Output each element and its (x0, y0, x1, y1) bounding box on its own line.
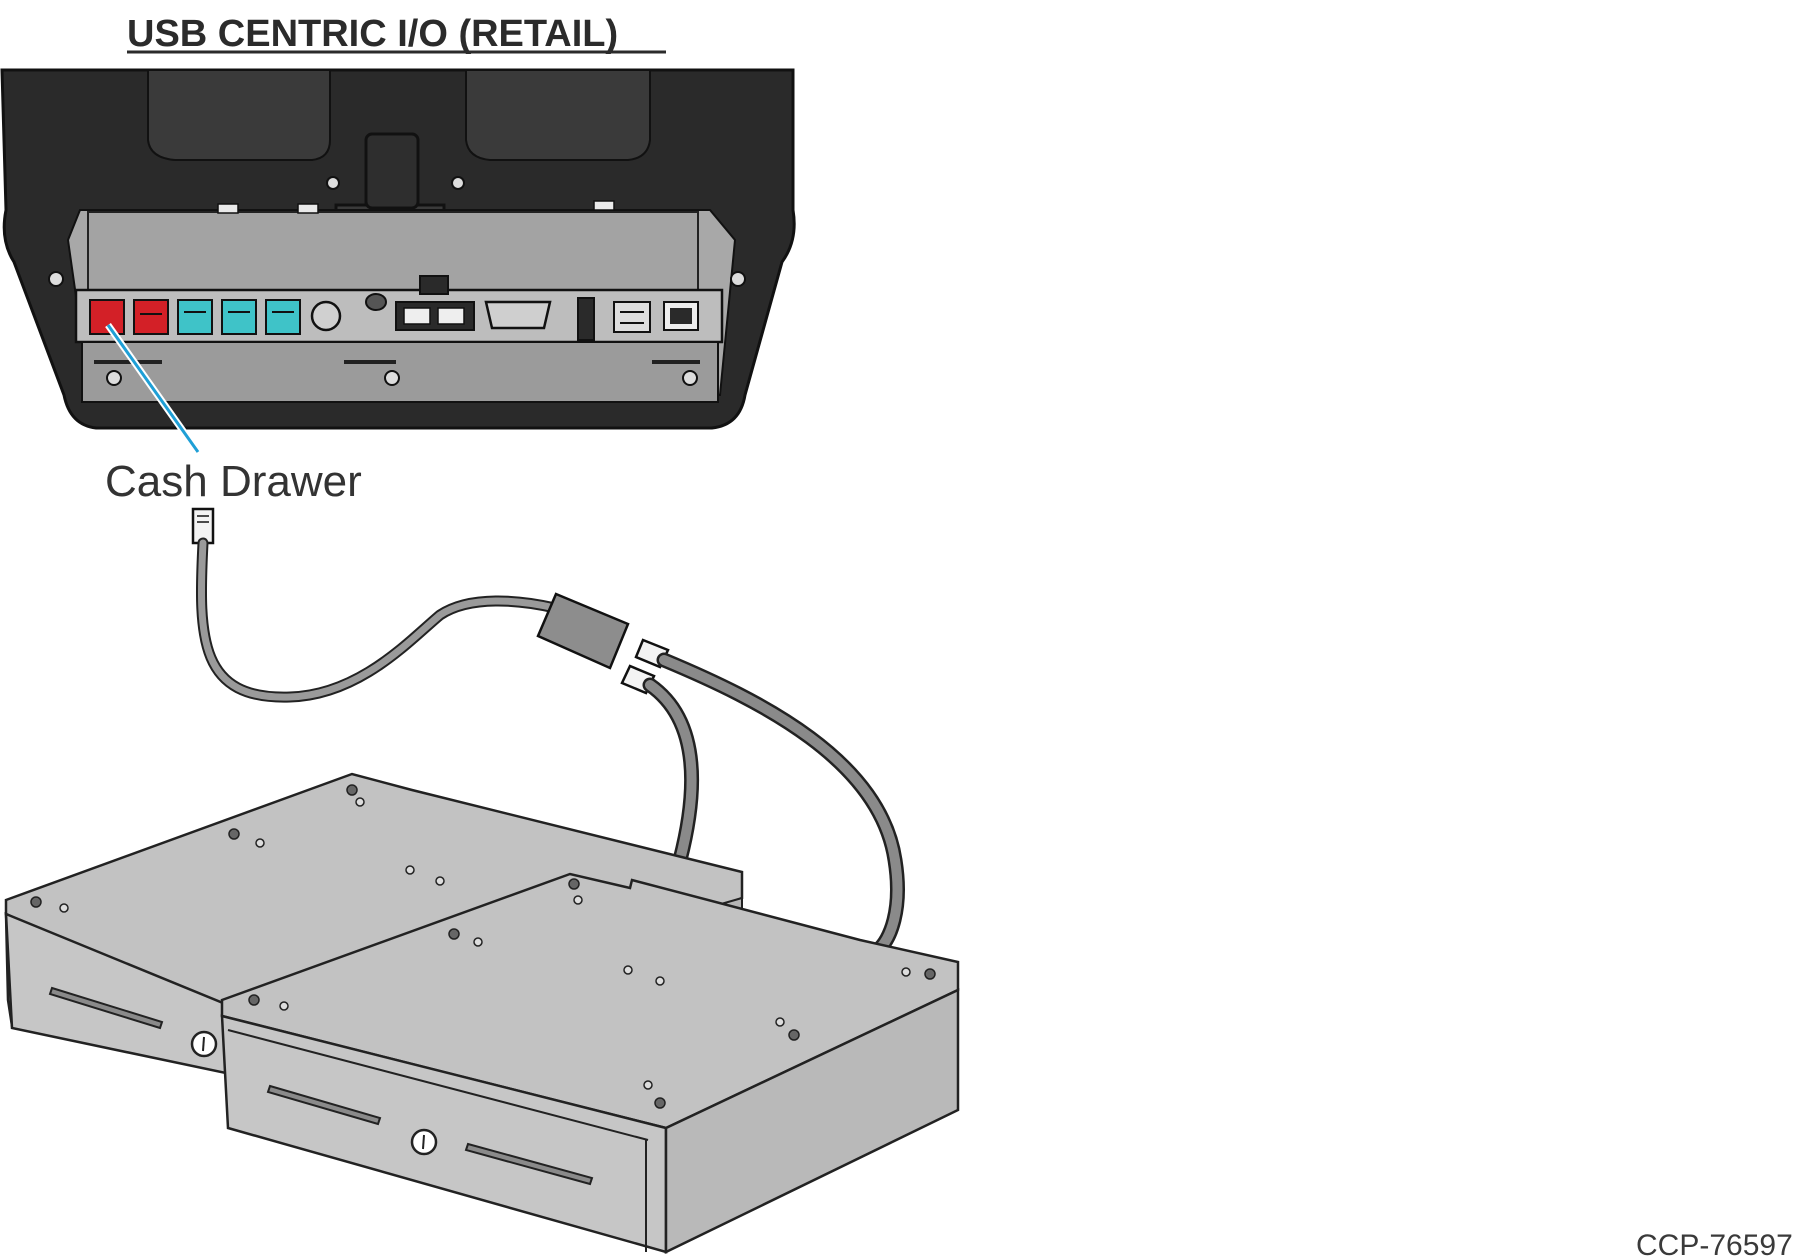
drawer-seam (227, 1029, 649, 1141)
bay-slot (297, 203, 319, 214)
screw-icon (48, 271, 64, 287)
drawer-rivet (346, 784, 358, 796)
drawer-rivet (30, 896, 42, 908)
drawer-rivet (643, 1080, 653, 1090)
lock-keyhole (422, 1134, 425, 1150)
serial-port-icon (484, 300, 552, 330)
power-jack-icon (365, 293, 387, 311)
cash-drawer-callout: Cash Drawer (105, 322, 362, 506)
powered-usb-port-teal (265, 299, 301, 335)
powered-usb-port-teal (221, 299, 257, 335)
cable-segment (197, 539, 559, 701)
drawer-handle-slot (266, 1084, 382, 1126)
drawer-rivet (924, 968, 936, 980)
drawer-rivet (435, 876, 445, 886)
screw-icon (451, 176, 465, 190)
terminal-hump-left (147, 69, 331, 161)
drawer-rivet (448, 928, 460, 940)
screw-icon (682, 370, 698, 386)
hdmi-port (437, 307, 465, 325)
drawer-rivet (623, 965, 633, 975)
diagram-title: USB CENTRIC I/O (RETAIL) (127, 13, 618, 55)
drawer-rivet (248, 994, 260, 1006)
drawer-rivet (405, 865, 415, 875)
hdmi-port (403, 307, 431, 325)
drawer-rivet (568, 878, 580, 890)
drawer-rivet (473, 937, 483, 947)
ps2-port-icon (310, 300, 342, 332)
drawer-rivet (279, 1001, 289, 1011)
splitter-cable (191, 507, 905, 958)
callout-leader-line (106, 324, 200, 453)
cash-drawer-front (220, 872, 960, 1254)
drawer-rivet (255, 838, 265, 848)
drawer-handle-slot (464, 1142, 594, 1186)
drawer-rivet (573, 895, 583, 905)
io-lower-panel (81, 341, 719, 403)
lock-keyhole (202, 1036, 205, 1052)
drawer-side (664, 988, 960, 1254)
diagram-title-group: USB CENTRIC I/O (RETAIL) (127, 13, 666, 55)
cable-segment (645, 680, 697, 865)
powered-usb-port-red (133, 299, 169, 335)
powered-usb-port-teal (177, 299, 213, 335)
terminal-stand-clip (364, 132, 420, 210)
cash-drawer-label: Cash Drawer (105, 457, 362, 506)
bay-slot (217, 203, 239, 214)
splitter-box (536, 592, 630, 670)
drawer-rivet (901, 967, 911, 977)
cable-segment (659, 655, 903, 955)
cable-segment (195, 537, 561, 703)
drawer-rivet (59, 903, 69, 913)
screw-icon (730, 271, 746, 287)
drawer-rivet (654, 1097, 666, 1109)
ethernet-port-inner (670, 308, 692, 324)
figure-code: CCP-76597 (1636, 1229, 1793, 1258)
pos-terminal (0, 68, 796, 430)
drawer-rivet (775, 1017, 785, 1027)
io-bay-upper (87, 211, 699, 291)
mic-port (577, 297, 595, 341)
screw-icon (326, 176, 340, 190)
screw-icon (384, 370, 400, 386)
drawer-rivet (355, 797, 365, 807)
drawer-handle-slot (48, 986, 164, 1030)
drawer-rivet (228, 828, 240, 840)
bay-slot (593, 200, 615, 211)
terminal-hump-right (465, 69, 651, 161)
drawer-rivet (788, 1029, 800, 1041)
screw-icon (106, 370, 122, 386)
usb-port-pair (613, 301, 651, 333)
drawer-rivet (655, 976, 665, 986)
lock-tab (419, 275, 449, 295)
